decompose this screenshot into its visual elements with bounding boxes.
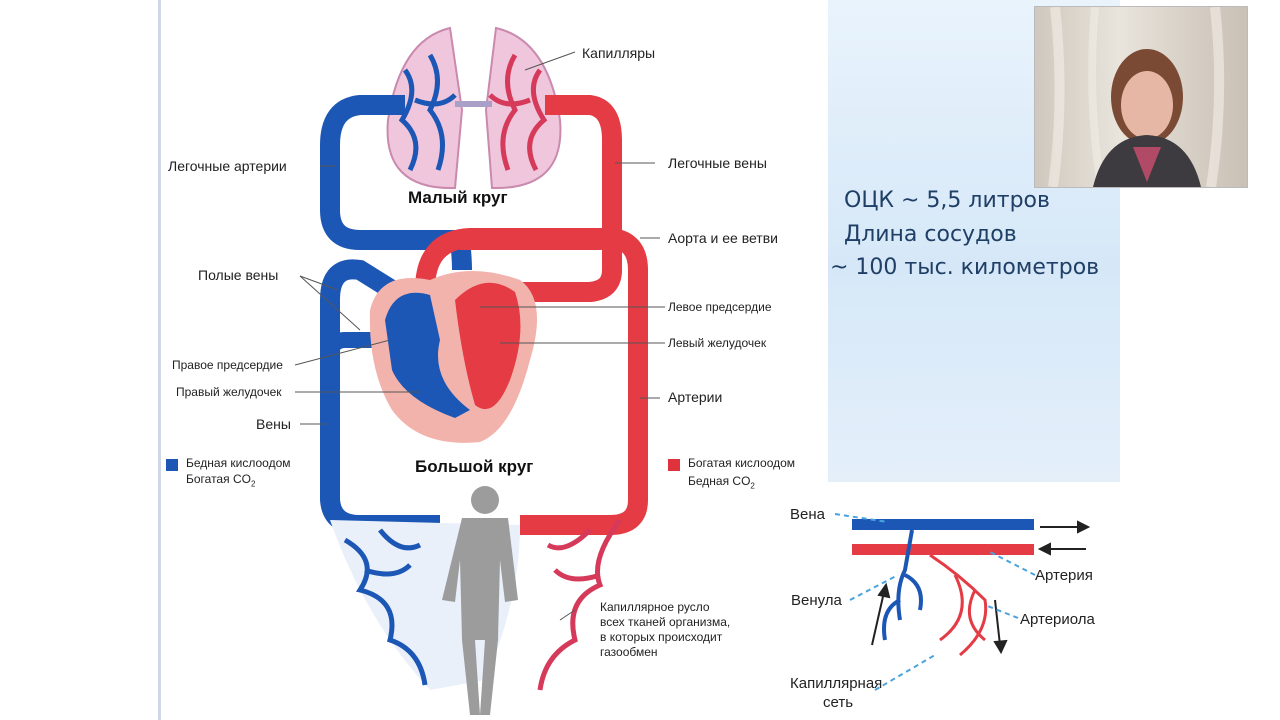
label-capillary-net-2: сеть <box>823 694 854 711</box>
label-big-circle: Большой круг <box>415 457 534 476</box>
label-capillary-bed: Капиллярное русло <box>600 600 710 614</box>
label-capillary-bed-3: в которых происходит <box>600 630 723 644</box>
label-left-ventricle: Левый желудочек <box>668 336 767 350</box>
vessel-length-text: Длина сосудов <box>844 222 1017 247</box>
vein-bar <box>852 519 1034 530</box>
leader-lines <box>294 51 665 621</box>
label-capillary-bed-2: всех тканей организма, <box>600 615 731 629</box>
body-capillaries-blue <box>343 528 428 686</box>
label-right-atrium: Правое предсердие <box>172 358 283 372</box>
label-small-circle: Малый круг <box>408 188 508 207</box>
presenter-avatar <box>1048 7 1225 187</box>
arteries-lower <box>520 499 648 535</box>
legend-red-swatch <box>668 459 680 471</box>
legend-rich-oxygen: Богатая кислоодом <box>688 456 796 470</box>
blood-volume-text: ОЦК ~ 5,5 литров <box>844 188 1050 213</box>
legend-poor-oxygen: Бедная кислоодом <box>186 456 291 470</box>
label-capillary-bed-4: газообмен <box>600 645 658 659</box>
legend-poor-co2: Бедная CO2 <box>688 474 755 491</box>
pulmonary-arteries <box>320 95 472 271</box>
label-vein: Вена <box>790 506 825 523</box>
pulmonary-veins-to-heart <box>520 230 622 302</box>
label-arteries: Артерии <box>668 389 723 405</box>
micro-leader-lines <box>834 513 1036 691</box>
legend-blue-swatch <box>166 459 178 471</box>
arteriole-branches <box>929 553 988 657</box>
vessel-length-value-text: ~ 100 тыс. километров <box>830 255 1100 280</box>
human-silhouette <box>442 486 518 715</box>
label-right-ventricle: Правый желудочек <box>176 385 282 399</box>
heart-right-side <box>385 292 470 418</box>
heart-left-side <box>455 282 521 410</box>
venule-branches <box>882 529 923 641</box>
label-artery: Артерия <box>1035 567 1093 584</box>
lung-capillaries-red <box>488 53 548 172</box>
legend-rich-co2: Богатая CO2 <box>186 472 256 489</box>
label-aorta: Аорта и ее ветви <box>668 230 778 246</box>
label-venule: Венула <box>791 592 842 609</box>
label-veins: Вены <box>256 416 291 432</box>
label-pulmonary-veins: Легочные вены <box>668 155 767 171</box>
label-capillary-net: Капиллярная <box>790 675 883 692</box>
label-capillaries: Капилляры <box>582 45 656 61</box>
slide-left-border <box>158 0 161 720</box>
aorta <box>415 228 648 500</box>
lung-capillaries-blue <box>398 53 457 172</box>
flow-arrows <box>871 520 1091 655</box>
label-left-atrium: Левое предсердие <box>668 300 772 314</box>
label-arteriole: Артериола <box>1020 611 1095 628</box>
presenter-video[interactable] <box>1034 6 1248 188</box>
label-pulmonary-arteries: Легочные артерии <box>168 158 287 174</box>
artery-bar <box>852 544 1034 555</box>
body-capillaries-red <box>537 518 623 691</box>
label-vena-cava: Полые вены <box>198 267 279 283</box>
